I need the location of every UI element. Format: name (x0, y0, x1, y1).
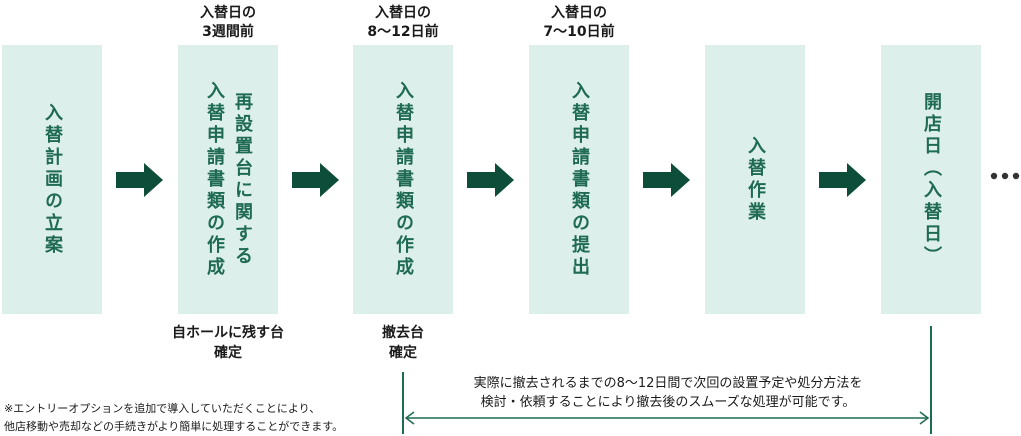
step-label-submit-docs: 入替申請書類の提出 (569, 80, 590, 279)
footnote: ※エントリーオプションを追加で導入していただくことにより、 他店移動や売却などの… (4, 402, 344, 433)
step-label-plan: 入替計画の立案 (42, 102, 63, 257)
step-box-reinstall-docs: 再設置台に関する 入替申請書類の作成 (178, 45, 278, 314)
step-label-opening-day: 開店日（入替日） (921, 91, 942, 268)
step-label-replacement-work: 入替作業 (745, 135, 766, 224)
span-description: 実際に撤去されるまでの8〜12日間で次回の設置予定や処分方法を 検討・依頼するこ… (473, 376, 863, 410)
right-arrow-icon (116, 163, 163, 197)
step-box-submit-docs: 入替申請書類の提出 (529, 45, 629, 314)
continuation-dots-icon (990, 172, 1020, 180)
timing-label-7-10-days: 入替日の 7〜10日前 (543, 5, 615, 40)
step-label-reinstall-line2: 入替申請書類の作成 (204, 80, 225, 279)
step-box-replacement-work: 入替作業 (705, 45, 805, 314)
step-box-create-docs: 入替申請書類の作成 (353, 45, 453, 314)
right-arrow-icon (643, 163, 690, 197)
step-box-opening-day: 開店日（入替日） (881, 45, 981, 314)
right-arrow-icon (467, 163, 514, 197)
right-arrow-icon (819, 163, 866, 197)
confirm-keep-machines-label: 自ホールに残す台 確定 (172, 325, 284, 361)
step-label-create-docs: 入替申請書類の作成 (393, 80, 414, 279)
right-arrow-icon (292, 163, 339, 197)
confirm-removal-label: 撤去台 確定 (382, 325, 424, 361)
step-label-reinstall-line1: 再設置台に関する (232, 91, 253, 268)
timing-label-8-12-days: 入替日の 8〜12日前 (367, 5, 439, 40)
timing-label-3-weeks: 入替日の 3週間前 (200, 5, 256, 40)
step-box-plan: 入替計画の立案 (2, 45, 102, 314)
